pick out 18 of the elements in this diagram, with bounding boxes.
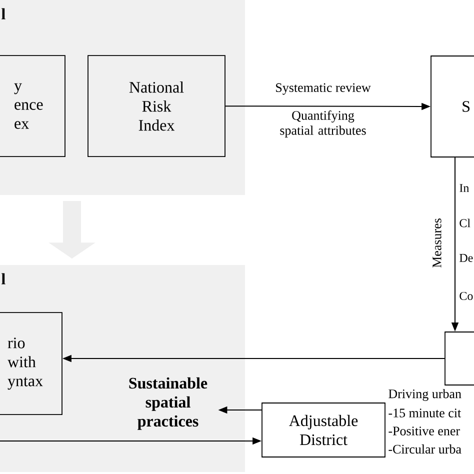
text-label: De xyxy=(460,254,473,262)
text-label: Quantifying spatial attributes xyxy=(280,110,366,138)
process-box xyxy=(444,332,474,386)
text-label: Cl xyxy=(460,218,470,228)
edge-label: Systematic review xyxy=(276,83,371,95)
text-label: -15 minute cit xyxy=(388,408,462,418)
edge-label: Measures xyxy=(432,218,442,268)
bold-text: Sustainable spatial practices xyxy=(129,377,208,430)
panel-heading: l xyxy=(2,273,6,284)
process-box: rio with yntax xyxy=(0,312,62,416)
text-label: Co xyxy=(460,292,473,300)
process-box: National Risk Index xyxy=(88,55,226,158)
text-label: Driving urban xyxy=(388,389,462,401)
process-box: S xyxy=(430,56,474,158)
panel-heading: l xyxy=(2,8,6,20)
process-box: Adjustable District xyxy=(262,402,386,458)
text-label: In xyxy=(460,184,470,192)
process-box: y ence ex xyxy=(0,55,66,158)
